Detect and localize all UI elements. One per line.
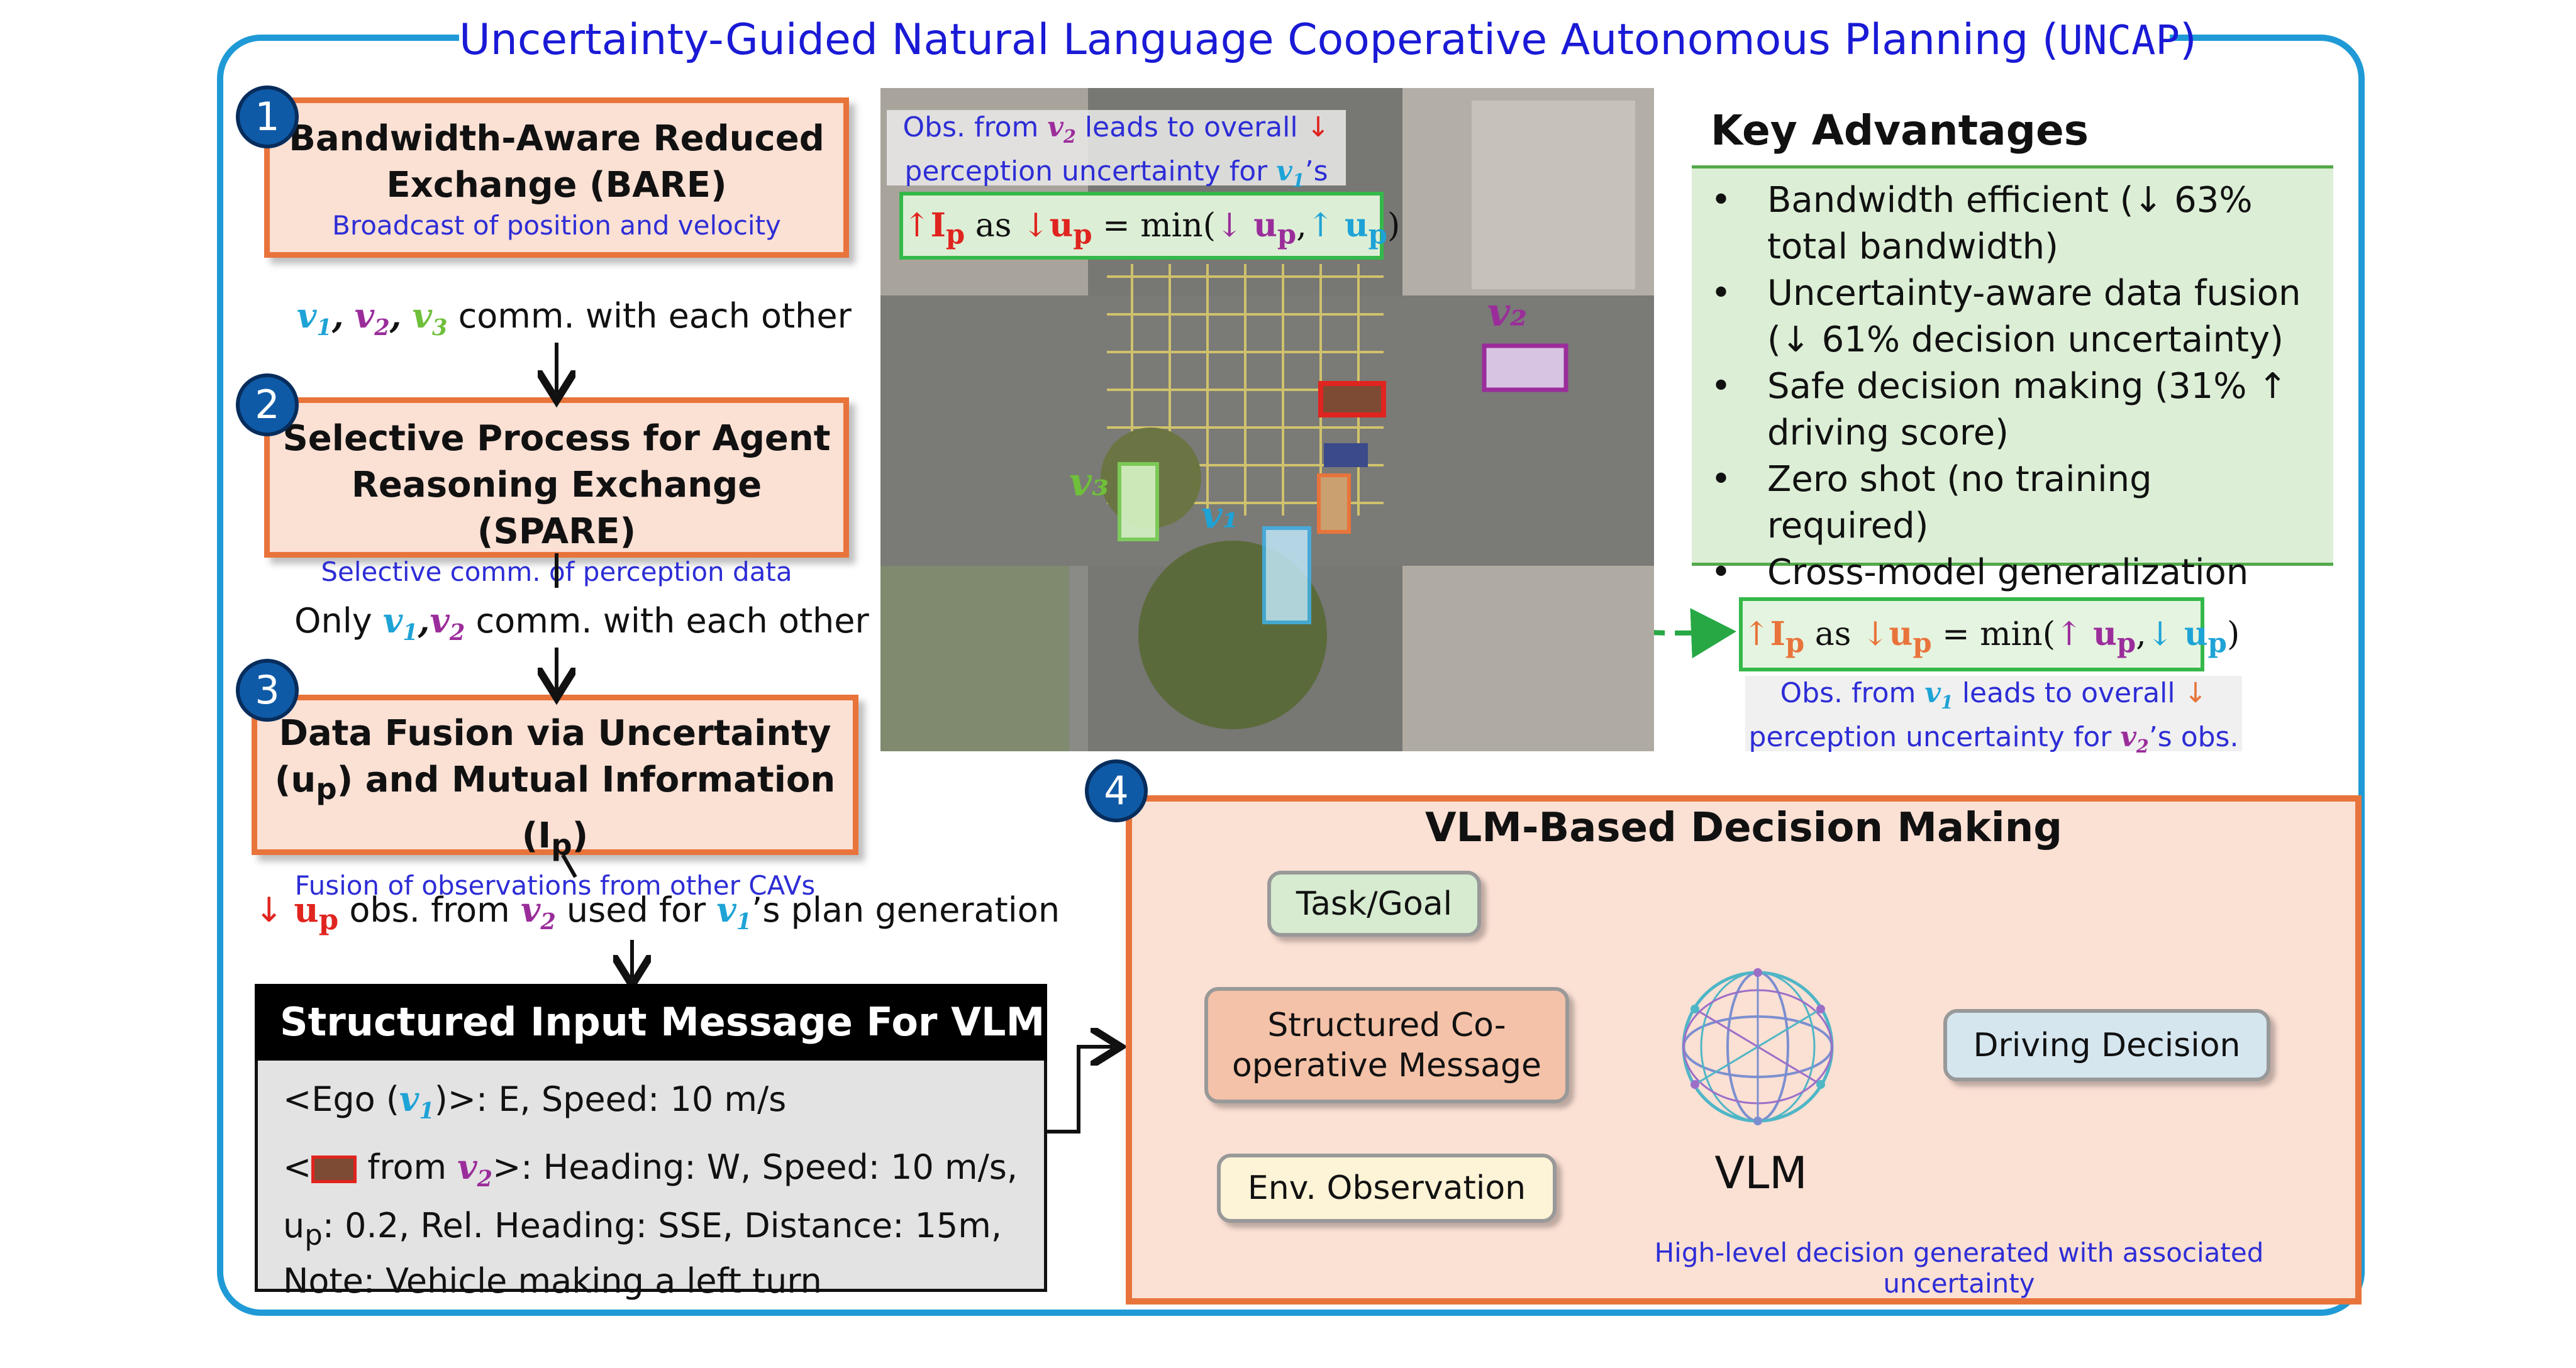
vlm-title: VLM-Based Decision Making: [1424, 805, 2063, 851]
vlm-caption: High-level decision generated with assoc…: [1654, 1237, 2264, 1299]
step-bare-subtitle: Broadcast of position and velocity: [332, 210, 781, 241]
message-header: Structured Input Message For VLM: [255, 984, 1047, 1061]
step-number-1: 1: [236, 86, 299, 148]
vehicle-label-v2: v₂: [1487, 289, 1528, 335]
step-bare-title-1: Bandwidth-Aware Reduced: [289, 118, 824, 159]
message-line-3: up: 0.2, Rel. Heading: SSE, Distance: 15…: [283, 1205, 1002, 1252]
step-spare-title-2: Reasoning Exchange (SPARE): [351, 465, 762, 552]
step-number-3: 3: [236, 659, 299, 722]
message-body: <Ego (v1)>: E, Speed: 10 m/s < from v2>:…: [255, 1061, 1047, 1301]
key-item-zero-shot: •Zero shot (no training required): [1711, 459, 2152, 546]
key-advantages-list: •Bandwidth efficient (↓ 63% total bandwi…: [1711, 177, 2321, 596]
vlm-network-icon: [1682, 968, 1834, 1125]
vehicle-label-v1: v₁: [1201, 494, 1239, 536]
task-goal-node: Task/Goal: [1267, 871, 1481, 937]
key-item-fusion: •Uncertainty-aware data fusion (↓ 61% de…: [1711, 273, 2301, 360]
step-fusion-box: Data Fusion via Uncertainty (up) and Mut…: [252, 695, 858, 901]
env-observation-node: Env. Observation: [1217, 1154, 1557, 1223]
aerial-top-caption: Obs. from v2 leads to overall ↓ percepti…: [887, 110, 1346, 231]
key-item-generalization: •Cross-model generalization: [1711, 552, 2249, 593]
step-fusion-subtitle: Fusion of observations from other CAVs: [294, 870, 816, 902]
car-thumbnail-icon: [311, 1156, 357, 1184]
structured-message-node: Structured Co-operative Message: [1204, 987, 1569, 1103]
message-line-2: < from v2>: Heading: W, Speed: 10 m/s,: [283, 1146, 1018, 1192]
step-bare-box: Bandwidth-Aware Reduced Exchange (BARE) …: [264, 97, 849, 258]
step-spare-box: Selective Process for Agent Reasoning Ex…: [264, 397, 849, 587]
flow-text-2: Only v1,v2 comm. with each other: [294, 600, 869, 646]
page-title: Uncertainty-Guided Natural Language Coop…: [459, 9, 2197, 72]
vlm-label: VLM: [1714, 1147, 1807, 1199]
step-fusion-title-1: Data Fusion via Uncertainty: [279, 713, 831, 754]
step-fusion-title-2: (up) and Mutual Information (Ip): [274, 759, 836, 863]
step-number-4: 4: [1085, 759, 1148, 822]
caption-right: Obs. from v1 leads to overall ↓ percepti…: [1745, 676, 2242, 757]
driving-decision-node: Driving Decision: [1943, 1009, 2270, 1081]
equation-top: ↑Ip as ↓up = min(↓ up,↑ up): [899, 192, 1400, 260]
key-advantages-panel: [1692, 93, 2333, 566]
message-line-1: <Ego (v1)>: E, Speed: 10 m/s: [283, 1079, 787, 1124]
key-item-bandwidth: •Bandwidth efficient (↓ 63% total bandwi…: [1711, 180, 2253, 267]
vehicle-label-v3: v₃: [1069, 459, 1109, 505]
key-advantages-title: Key Advantages: [1692, 93, 2333, 168]
message-line-4: Note: Vehicle making a left turn: [283, 1261, 822, 1301]
flow-text-1: v1, v2, v3 comm. with each other: [297, 295, 852, 341]
step-number-2: 2: [236, 373, 299, 436]
step-bare-title-2: Exchange (BARE): [386, 165, 727, 206]
equation-right: ↑Ip as ↓up = min(↑ up,↓ up): [1739, 597, 2240, 671]
step-spare-title-1: Selective Process for Agent: [282, 418, 831, 459]
flow-text-3: ↓ up obs. from v2 used for v1’s plan gen…: [255, 890, 1060, 936]
key-item-safe: •Safe decision making (31% ↑ driving sco…: [1711, 366, 2288, 453]
